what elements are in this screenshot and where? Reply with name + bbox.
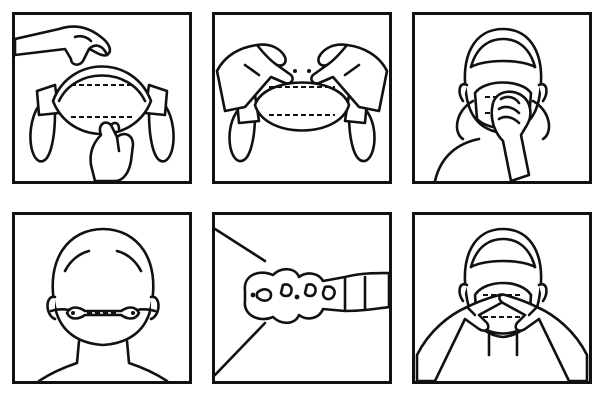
mask-place-face-icon [433,27,551,181]
nose-clip-adjust-icon [415,227,589,381]
mask-unfold-icon [15,25,175,181]
mask-shape-icon [215,43,389,163]
panel-step-2 [212,12,392,184]
panel-step-3 [412,12,592,184]
panel-step-1 [12,12,192,184]
strap-behind-head-icon [37,227,169,381]
panel-step-5 [212,212,392,384]
panel-step-6 [412,212,592,384]
strap-clip-detail-icon [215,227,389,377]
panel-step-4 [12,212,192,384]
